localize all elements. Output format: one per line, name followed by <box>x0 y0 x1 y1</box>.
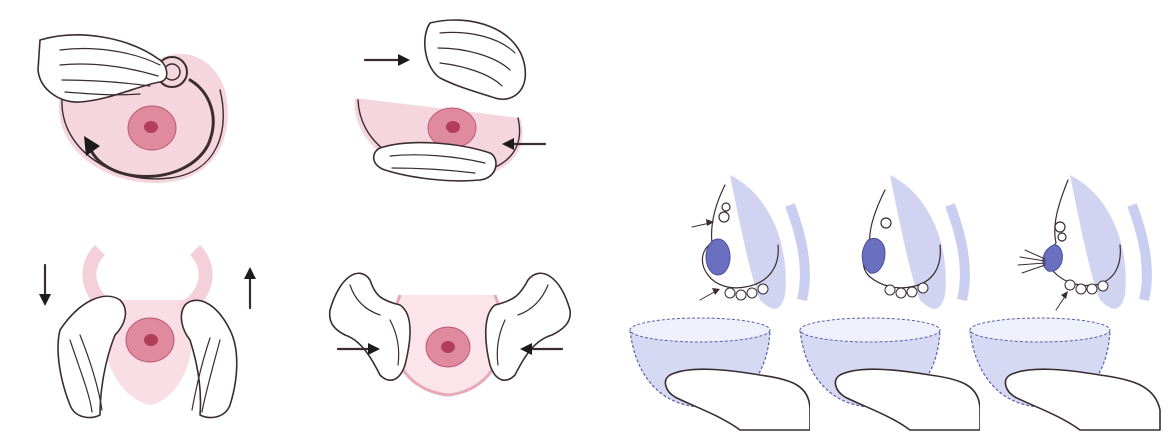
arrow-up-icon <box>244 267 256 279</box>
panel-stroke-downward <box>20 240 270 435</box>
nipple <box>446 121 460 133</box>
panel-press-back <box>790 165 980 435</box>
nipple <box>144 121 158 133</box>
hand-icon <box>1005 369 1160 430</box>
panel-circular-massage <box>20 10 250 200</box>
arrow-small-icon <box>712 288 720 295</box>
arrow-small-icon <box>1061 291 1068 299</box>
milk-spray-icon <box>1018 250 1045 273</box>
hand-icon <box>665 369 810 430</box>
panel-squeeze-center <box>320 255 580 435</box>
nipple <box>144 334 158 346</box>
areola <box>862 238 885 273</box>
arrow-down-icon <box>39 294 51 306</box>
panel-position-fingers <box>620 165 810 435</box>
arrow-right-icon <box>398 54 410 66</box>
nipple <box>441 341 455 353</box>
panel-express-milk <box>960 165 1165 435</box>
hand-icon <box>181 300 236 417</box>
areola <box>706 239 730 275</box>
hand-icon <box>425 20 526 99</box>
hand-icon <box>835 369 980 430</box>
panel-compress-sides <box>340 8 570 198</box>
areola <box>1043 245 1062 271</box>
